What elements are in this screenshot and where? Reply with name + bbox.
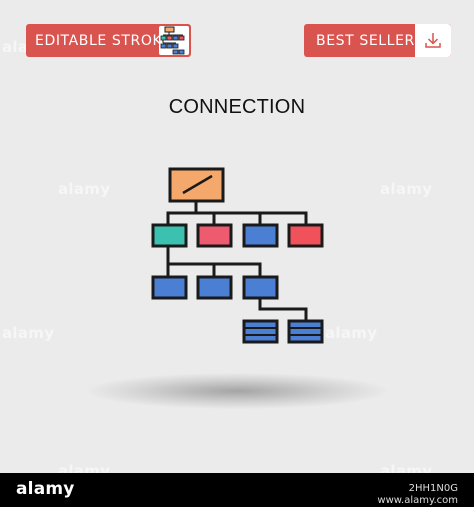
best-seller-label: BEST SELLER — [316, 32, 415, 49]
level-1-node — [287, 223, 324, 248]
watermark: alamy — [58, 180, 111, 198]
connection-hierarchy-icon — [151, 167, 324, 344]
footer-brand-logo: alamy — [16, 479, 75, 499]
editable-stroke-label: EDITABLE STROKE — [35, 32, 172, 49]
icon-title: CONNECTION — [168, 96, 306, 118]
watermark: alamy — [2, 324, 55, 342]
level-2-node — [242, 275, 279, 300]
icon-shadow — [87, 373, 387, 409]
footer-bar: alamy 2HH1N0G www.alamy.com — [0, 473, 474, 507]
download-button[interactable] — [415, 24, 451, 57]
level-1-node — [242, 223, 279, 248]
level-1-node — [151, 223, 188, 248]
level-2-node — [151, 275, 188, 300]
level-3-node — [287, 319, 324, 344]
image-id: 2HH1N0G — [408, 483, 458, 494]
footer-meta: 2HH1N0G www.alamy.com — [377, 483, 458, 507]
download-icon — [425, 33, 441, 48]
top-node — [168, 167, 225, 203]
watermark: alamy — [325, 324, 378, 342]
watermark: alamy — [380, 180, 433, 198]
connection-icon-thumbnail — [159, 26, 189, 55]
site-url: www.alamy.com — [377, 495, 458, 506]
level-1-node — [196, 223, 233, 248]
level-2-node — [196, 275, 233, 300]
best-seller-badge: BEST SELLER — [304, 24, 451, 57]
editable-stroke-badge: EDITABLE STROKE — [26, 24, 191, 57]
level-3-node — [242, 319, 279, 344]
